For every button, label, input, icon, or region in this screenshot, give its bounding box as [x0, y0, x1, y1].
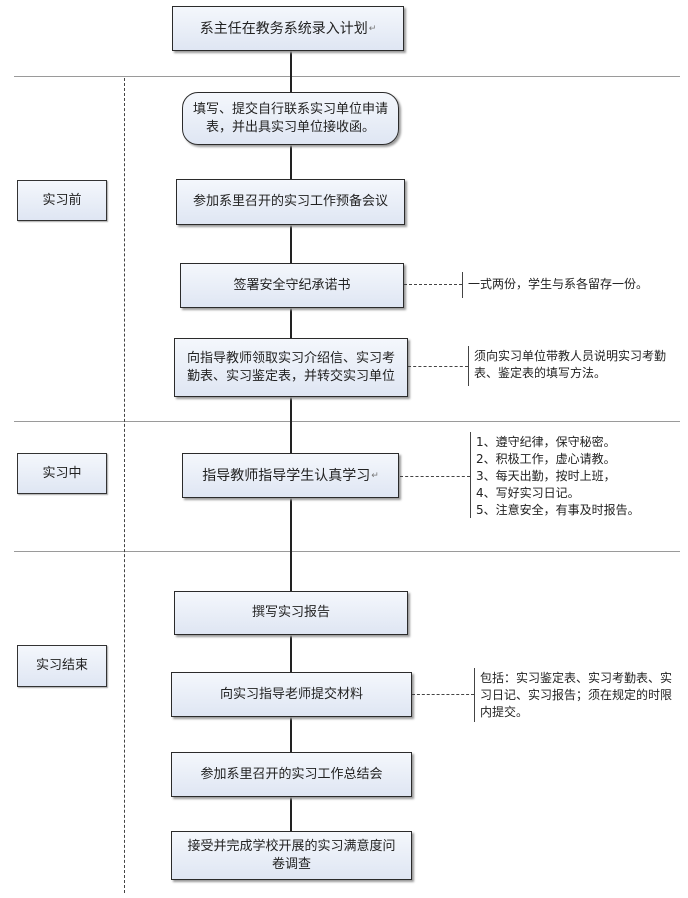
- stage-divider-top: [14, 76, 680, 77]
- connector-line: [290, 498, 292, 591]
- connector-line: [290, 308, 292, 338]
- connector-line: [290, 51, 292, 92]
- connector-line: [290, 145, 292, 179]
- step-submit-materials: 向实习指导老师提交材料: [171, 672, 412, 717]
- note-bracket: [462, 272, 463, 298]
- return-mark: ↵: [368, 23, 377, 34]
- step-prep-meeting: 参加系里召开的实习工作预备会议: [176, 179, 405, 225]
- note-text: 一式两份，学生与系各留存一份。: [468, 277, 649, 291]
- step-label: 撰写实习报告: [251, 605, 330, 620]
- step-label: 向指导教师领取实习介绍信、实习考勤表、实习鉴定表，并转交实习单位: [186, 350, 395, 384]
- step-sign-pledge: 签署安全守纪承诺书: [180, 263, 404, 308]
- stage-label: 实习前: [42, 192, 82, 208]
- stage-label: 实习结束: [35, 658, 88, 673]
- note-connector: [404, 284, 462, 285]
- step-label: 系主任在教务系统录入计划: [199, 20, 368, 37]
- note-bracket: [470, 432, 471, 518]
- stage-divider-bottom: [14, 551, 680, 552]
- return-mark: ↵: [371, 470, 379, 481]
- step-summary-meeting: 参加系里召开的实习工作总结会: [171, 752, 412, 797]
- note-connector: [408, 366, 468, 367]
- note-text: 包括：实习鉴定表、实习考勤表、实习日记、实习报告；须在规定的时限内提交。: [480, 671, 673, 719]
- connector-line: [290, 225, 292, 263]
- step-label: 参加系里召开的实习工作预备会议: [192, 194, 388, 209]
- stage-end: 实习结束: [17, 645, 107, 687]
- stage-before: 实习前: [17, 180, 107, 221]
- note-text: 须向实习单位带教人员说明实习考勤表、鉴定表的填写方法。: [474, 349, 667, 380]
- note-agreement: 一式两份，学生与系各留存一份。: [464, 276, 678, 293]
- connector-line: [290, 797, 292, 831]
- stage-divider-middle: [14, 421, 680, 422]
- step-label: 指导教师指导学生认真学习: [202, 467, 371, 484]
- note-rules: 1、遵守纪律，保守秘密。 2、积极工作，虚心请教。 3、每天出勤，按时上班， 4…: [472, 434, 676, 519]
- note-forms: 须向实习单位带教人员说明实习考勤表、鉴定表的填写方法。: [470, 348, 674, 382]
- note-connector: [412, 694, 474, 695]
- step-write-report: 撰写实习报告: [174, 591, 408, 635]
- connector-line: [290, 397, 292, 453]
- connector-line: [290, 635, 292, 672]
- stage-column-divider: [124, 78, 125, 893]
- step-label: 向实习指导老师提交材料: [219, 686, 363, 702]
- step-label: 参加系里召开的实习工作总结会: [200, 766, 383, 782]
- rule-item: 5、注意安全，有事及时报告。: [476, 503, 640, 517]
- step-teacher-guidance: 指导教师指导学生认真学习↵: [182, 453, 399, 498]
- note-materials: 包括：实习鉴定表、实习考勤表、实习日记、实习报告；须在规定的时限内提交。: [476, 670, 676, 721]
- step-enter-plan: 系主任在教务系统录入计划↵: [172, 6, 404, 51]
- step-label: 填写、提交自行联系实习单位申请表，并出具实习单位接收函。: [192, 101, 388, 135]
- note-connector: [400, 476, 470, 477]
- rule-item: 3、每天出勤，按时上班，: [476, 469, 616, 483]
- step-label: 签署安全守纪承诺书: [233, 277, 351, 293]
- note-bracket: [474, 668, 475, 722]
- rule-item: 1、遵守纪律，保守秘密。: [476, 435, 616, 449]
- rule-item: 2、积极工作，虚心请教。: [476, 452, 616, 466]
- step-satisfaction-survey: 接受并完成学校开展的实习满意度问卷调查: [171, 831, 412, 880]
- connector-line: [290, 717, 292, 752]
- step-label: 接受并完成学校开展的实习满意度问卷调查: [187, 838, 396, 872]
- rule-item: 4、写好实习日记。: [476, 486, 580, 500]
- stage-label: 实习中: [42, 465, 82, 481]
- step-collect-forms: 向指导教师领取实习介绍信、实习考勤表、实习鉴定表，并转交实习单位: [174, 338, 408, 397]
- stage-during: 实习中: [17, 453, 107, 494]
- step-submit-application: 填写、提交自行联系实习单位申请表，并出具实习单位接收函。: [182, 92, 399, 145]
- note-bracket: [468, 346, 469, 386]
